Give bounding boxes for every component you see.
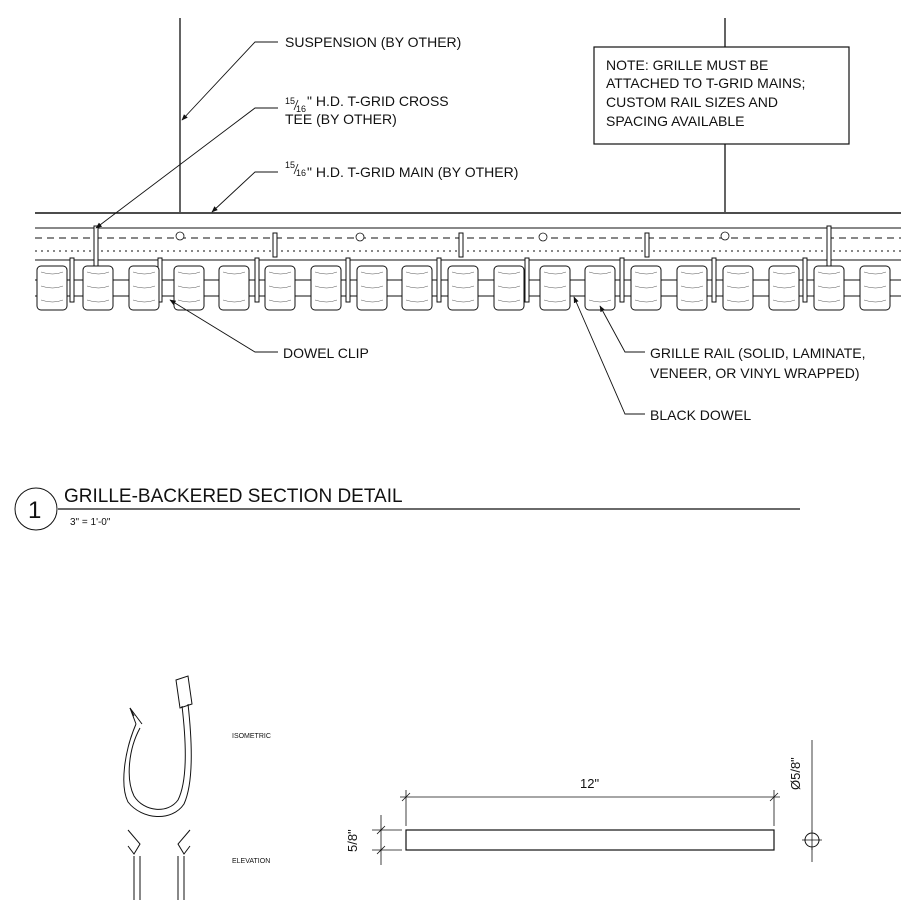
note-line3: CUSTOM RAIL SIZES AND — [606, 94, 778, 110]
note-line1: NOTE: GRILLE MUST BE — [606, 57, 768, 73]
clip-isometric-drawing — [123, 675, 193, 817]
fraction-bar — [293, 99, 299, 111]
fraction-den: 16 — [296, 168, 306, 178]
label-elevation: ELEVATION — [232, 858, 270, 865]
leader-main — [211, 171, 278, 213]
leader-suspension — [181, 41, 278, 121]
leader-dowel-clip — [169, 299, 278, 353]
callout-cross-tee-line1: " H.D. T-GRID CROSS — [307, 93, 449, 109]
fraction-num: 15 — [285, 160, 295, 170]
detail-title: GRILLE-BACKERED SECTION DETAIL — [64, 486, 403, 507]
leader-cross-tee — [95, 107, 278, 229]
note-box — [593, 46, 850, 145]
leader-grille-rail — [599, 305, 645, 353]
main-hole — [720, 231, 730, 241]
leader-lines — [95, 41, 726, 415]
dowel-elevation — [405, 829, 775, 851]
callout-grille-rail-line1: GRILLE RAIL (SOLID, LAMINATE, — [650, 345, 866, 361]
detail-number-bubble — [14, 487, 58, 531]
callout-grille-rail-line2: VENEER, OR VINYL WRAPPED) — [650, 365, 860, 381]
fraction-den: 16 — [296, 104, 306, 114]
note-line4: SPACING AVAILABLE — [606, 113, 745, 129]
label-isometric: ISOMETRIC — [232, 733, 271, 740]
leader-black-dowel — [573, 296, 645, 415]
clip-elevation-drawing — [127, 829, 191, 900]
main-hole — [355, 232, 365, 242]
dim-thickness: 5/8" — [345, 829, 360, 852]
dowel-dimension-lines — [372, 740, 820, 865]
callout-dowel-clip: DOWEL CLIP — [283, 345, 369, 361]
detail-scale: 3" = 1'-0" — [70, 517, 111, 528]
note-line2: ATTACHED TO T-GRID MAINS; — [606, 75, 805, 91]
main-hole — [175, 231, 185, 241]
dowel-clips — [69, 225, 832, 303]
fraction-bar — [293, 163, 299, 175]
main-hole — [538, 232, 548, 242]
callout-main: " H.D. T-GRID MAIN (BY OTHER) — [307, 164, 518, 180]
callout-suspension: SUSPENSION (BY OTHER) — [285, 34, 461, 50]
callout-black-dowel: BLACK DOWEL — [650, 407, 751, 423]
dim-diameter: Ø5/8" — [788, 757, 803, 790]
dim-length: 12" — [580, 776, 599, 791]
rail-grain — [40, 271, 887, 303]
callout-cross-tee-line2: TEE (BY OTHER) — [285, 111, 397, 127]
detail-number: 1 — [28, 497, 41, 524]
fraction-num: 15 — [285, 96, 295, 106]
